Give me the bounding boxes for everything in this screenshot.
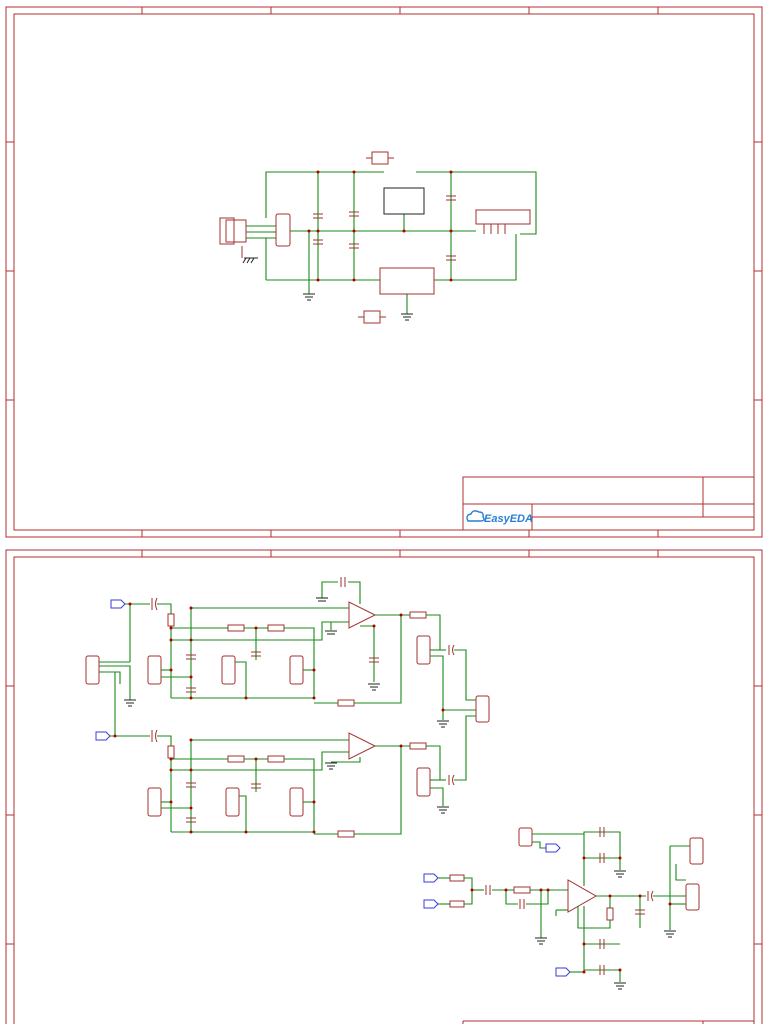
cloud-icon (466, 510, 485, 522)
op-amp-3 (567, 879, 598, 913)
ground-symbol (303, 293, 413, 321)
power-module (379, 267, 435, 295)
net-flag-in-2 (95, 731, 111, 741)
power-supply-circuit (219, 151, 537, 324)
test-point-bottom (363, 310, 381, 324)
sheet-2 (5, 549, 763, 1024)
regulator-ic (383, 187, 425, 215)
filter-channel-2 (95, 672, 476, 838)
power-connector (689, 837, 704, 865)
input-header (275, 213, 291, 247)
sheet-2-grid-ticks (6, 550, 762, 945)
net-flag-in-4 (423, 899, 439, 909)
net-flag-in-3 (423, 873, 439, 883)
net-flag-vneg (555, 967, 571, 977)
op-amp-1 (348, 601, 377, 629)
speaker-connector (685, 883, 700, 911)
sheet-1-grid-ticks (6, 7, 762, 537)
capacitors (313, 195, 456, 261)
output-header (475, 209, 531, 225)
dc-jack (219, 217, 258, 264)
logo-text: EasyEDA (484, 513, 533, 525)
amplifier-stage (423, 827, 704, 990)
op-amp-2 (348, 732, 377, 760)
sheet-1: EasyEDA (5, 6, 763, 538)
filter-channel-1 (85, 577, 476, 728)
title-block: EasyEDA (462, 476, 755, 531)
net-flag-in-1 (110, 599, 126, 609)
connector-j1 (85, 655, 100, 685)
test-point-top (371, 151, 389, 165)
easyeda-logo: EasyEDA (466, 510, 533, 525)
supply-header (518, 827, 533, 847)
output-connector (475, 695, 490, 723)
net-flag-vpos (545, 843, 561, 853)
